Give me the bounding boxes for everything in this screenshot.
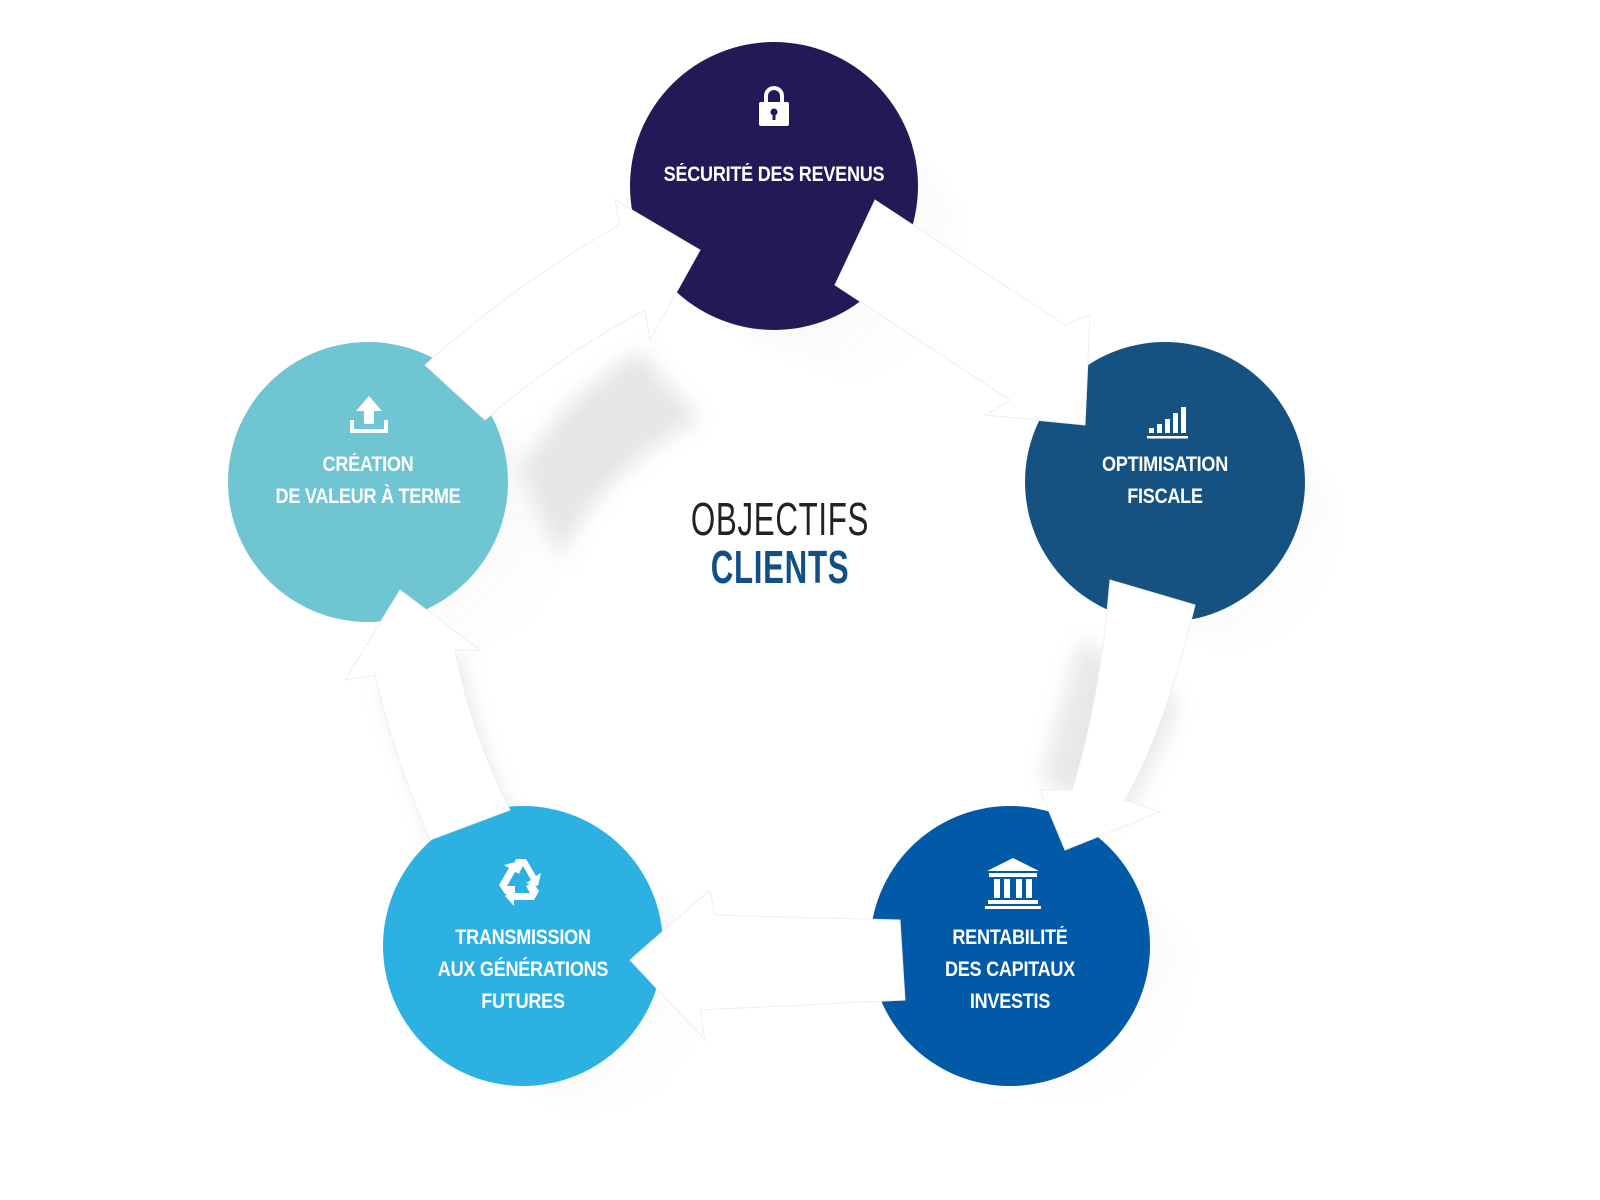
arrow-layer: [344, 199, 1196, 1042]
node-circle-transmission: [383, 806, 663, 1086]
center-title: OBJECTIFS CLIENTS: [620, 496, 940, 590]
node-label-transmission: TRANSMISSION AUX GÉNÉRATIONS FUTURES: [394, 922, 652, 1018]
node-circle-securite: [630, 42, 918, 330]
lock-icon: [759, 86, 789, 126]
node-label-line: DE VALEUR À TERME: [275, 485, 461, 508]
bank-icon: [985, 858, 1041, 909]
node-label-line: SÉCURITÉ DES REVENUS: [663, 163, 885, 186]
node-circle-creation: [228, 342, 508, 622]
ring-shadow: [520, 350, 700, 560]
node-label-line: FUTURES: [481, 990, 565, 1013]
arrow-right-to-bottom-right: [1039, 579, 1196, 851]
node-label-line: INVESTIS: [969, 990, 1051, 1013]
arrow-top-to-right: [834, 199, 1091, 426]
arrow-left-to-top: [424, 199, 701, 421]
upload-icon: [350, 396, 388, 433]
node-label-optimisation: OPTIMISATION FISCALE: [1036, 449, 1294, 513]
recycle-icon: [499, 859, 541, 906]
arrow-bottom-right-to-bottom-left: [629, 889, 906, 1042]
node-label-creation: CRÉATION DE VALEUR À TERME: [239, 449, 497, 513]
center-title-line2: CLIENTS: [710, 541, 850, 593]
node-label-line: OPTIMISATION: [1101, 453, 1228, 476]
node-label-rentabilite: RENTABILITÉ DES CAPITAUX INVESTIS: [881, 922, 1139, 1018]
node-circle-optimisation: [1025, 342, 1305, 622]
node-label-line: DES CAPITAUX: [944, 958, 1076, 981]
node-circle-rentabilite: [870, 806, 1150, 1086]
node-label-line: CRÉATION: [322, 453, 414, 476]
node-label-securite: SÉCURITÉ DES REVENUS: [645, 159, 903, 191]
node-label-line: FISCALE: [1127, 485, 1203, 508]
node-label-line: AUX GÉNÉRATIONS: [437, 958, 609, 981]
node-label-line: TRANSMISSION: [455, 926, 591, 949]
node-label-line: RENTABILITÉ: [952, 926, 1068, 949]
circle-layer: [228, 42, 1305, 1086]
bar-chart-icon: [1147, 407, 1188, 439]
arrow-bottom-left-to-left: [344, 589, 511, 841]
center-title-line1: OBJECTIFS: [690, 493, 870, 545]
